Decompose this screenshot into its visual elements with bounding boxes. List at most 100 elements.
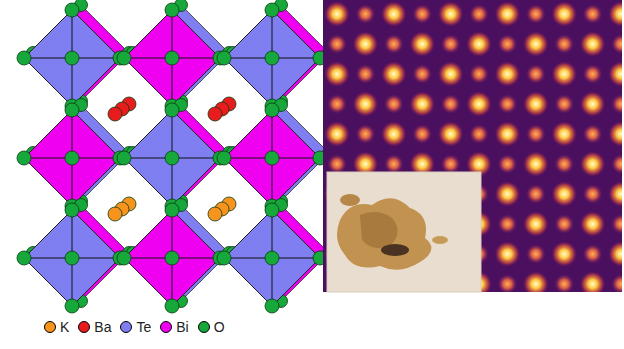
atom-column — [526, 184, 546, 204]
octahedron — [124, 110, 220, 206]
atom — [217, 51, 231, 65]
octahedron — [224, 10, 320, 106]
legend-item: Te — [120, 319, 151, 335]
atom-column — [381, 1, 407, 27]
atom-column — [441, 154, 461, 174]
atom — [17, 251, 31, 265]
legend-text: Ba — [94, 319, 111, 335]
atom-column — [441, 94, 461, 114]
atom — [165, 51, 179, 65]
atom — [217, 151, 231, 165]
atom-column — [355, 124, 375, 144]
atom-column — [523, 211, 549, 237]
atom-column — [611, 274, 622, 292]
atom — [265, 151, 279, 165]
atom — [265, 51, 279, 65]
legend-swatch — [78, 321, 90, 333]
atom — [17, 51, 31, 65]
atom — [117, 251, 131, 265]
atom — [217, 251, 231, 265]
octahedron — [24, 10, 120, 106]
atom — [208, 207, 222, 221]
atom-column — [327, 34, 347, 54]
atom-column — [526, 244, 546, 264]
atom-column — [355, 64, 375, 84]
atom-column — [494, 241, 520, 267]
atom — [117, 51, 131, 65]
atom-column — [324, 1, 350, 27]
legend-item: O — [198, 319, 225, 335]
legend: K Ba Te Bi O — [44, 319, 225, 335]
atom-column — [412, 124, 432, 144]
atom-column — [583, 184, 603, 204]
atom-column — [352, 91, 378, 117]
atom-column — [497, 214, 517, 234]
atom-column — [554, 214, 574, 234]
atom — [265, 3, 279, 17]
atom-column — [523, 31, 549, 57]
atom-column — [523, 151, 549, 177]
atom-column — [526, 4, 546, 24]
atom-column — [554, 34, 574, 54]
atom-column — [466, 91, 492, 117]
atom — [65, 203, 79, 217]
atom — [17, 151, 31, 165]
atom-column — [469, 124, 489, 144]
atom-column — [580, 91, 606, 117]
atom-column — [494, 121, 520, 147]
legend-text: Bi — [176, 319, 188, 335]
atom-column — [526, 124, 546, 144]
atom — [108, 107, 122, 121]
atom — [117, 151, 131, 165]
atom-column — [494, 1, 520, 27]
octahedron — [124, 10, 220, 106]
octahedron — [24, 110, 120, 206]
atom-column — [583, 124, 603, 144]
atom-column — [551, 241, 577, 267]
atom-column — [384, 154, 404, 174]
atom-column — [355, 4, 375, 24]
atom-column — [469, 4, 489, 24]
atom-column — [497, 274, 517, 292]
legend-swatch — [160, 321, 172, 333]
atom-column — [324, 121, 350, 147]
atom-column — [497, 154, 517, 174]
atom-column — [384, 34, 404, 54]
legend-swatch — [44, 321, 56, 333]
octahedron — [224, 210, 320, 306]
atom-column — [551, 181, 577, 207]
atom-column — [466, 31, 492, 57]
atom-column — [381, 121, 407, 147]
legend-text: Te — [136, 319, 151, 335]
atom — [65, 51, 79, 65]
atom-column — [409, 91, 435, 117]
atom-column — [412, 64, 432, 84]
atom-column — [608, 241, 622, 267]
atom-column — [608, 1, 622, 27]
atom — [165, 151, 179, 165]
atom-column — [580, 31, 606, 57]
atom-column — [554, 94, 574, 114]
legend-text: O — [214, 319, 225, 335]
legend-item: Ba — [78, 319, 111, 335]
atom — [65, 299, 79, 313]
atom — [65, 103, 79, 117]
atom — [165, 251, 179, 265]
atom-column — [611, 94, 622, 114]
atom-column — [580, 151, 606, 177]
atom-column — [580, 211, 606, 237]
atom — [208, 107, 222, 121]
atom — [165, 299, 179, 313]
atom-column — [494, 61, 520, 87]
atom-column — [438, 1, 464, 27]
atom-column — [327, 94, 347, 114]
stem-image — [323, 0, 622, 292]
octahedron — [124, 210, 220, 306]
atom-column — [381, 61, 407, 87]
atom — [65, 151, 79, 165]
legend-text: K — [60, 319, 69, 335]
atom-column — [409, 31, 435, 57]
atom — [108, 207, 122, 221]
atom — [165, 3, 179, 17]
